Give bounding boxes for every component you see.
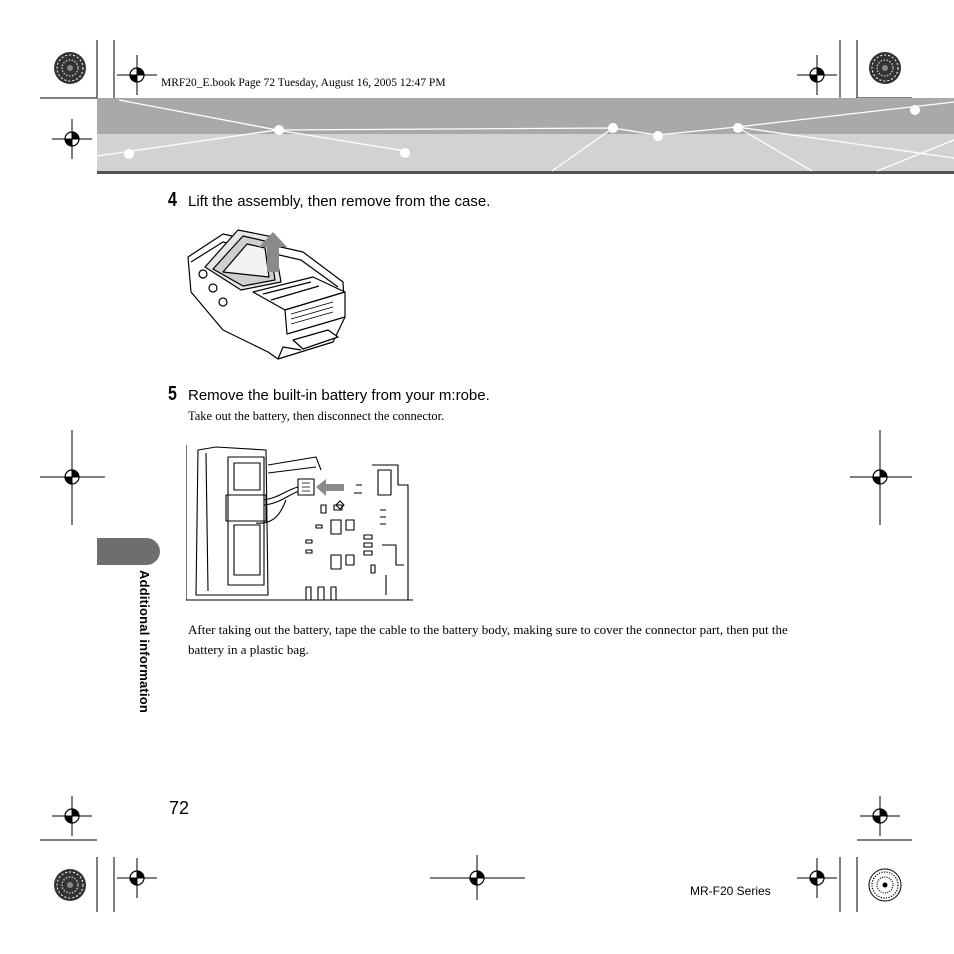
step-number: 5 xyxy=(168,383,177,405)
battery-connector-illustration xyxy=(186,445,413,601)
book-info-header: MRF20_E.book Page 72 Tuesday, August 16,… xyxy=(161,77,446,89)
lift-assembly-illustration xyxy=(187,229,346,360)
header-banner xyxy=(97,98,954,174)
step-title: Lift the assembly, then remove from the … xyxy=(188,193,491,210)
chapter-label: Additional information xyxy=(137,570,152,714)
step-instruction: Take out the battery, then disconnect th… xyxy=(188,409,445,423)
series-name: MR-F20 Series xyxy=(690,884,771,898)
page-number: 72 xyxy=(169,798,190,818)
battery-note: After taking out the battery, tape the c… xyxy=(188,622,788,657)
step-number: 4 xyxy=(168,189,177,211)
chapter-tab xyxy=(97,538,160,565)
step-title: Remove the built-in battery from your m:… xyxy=(188,387,490,404)
